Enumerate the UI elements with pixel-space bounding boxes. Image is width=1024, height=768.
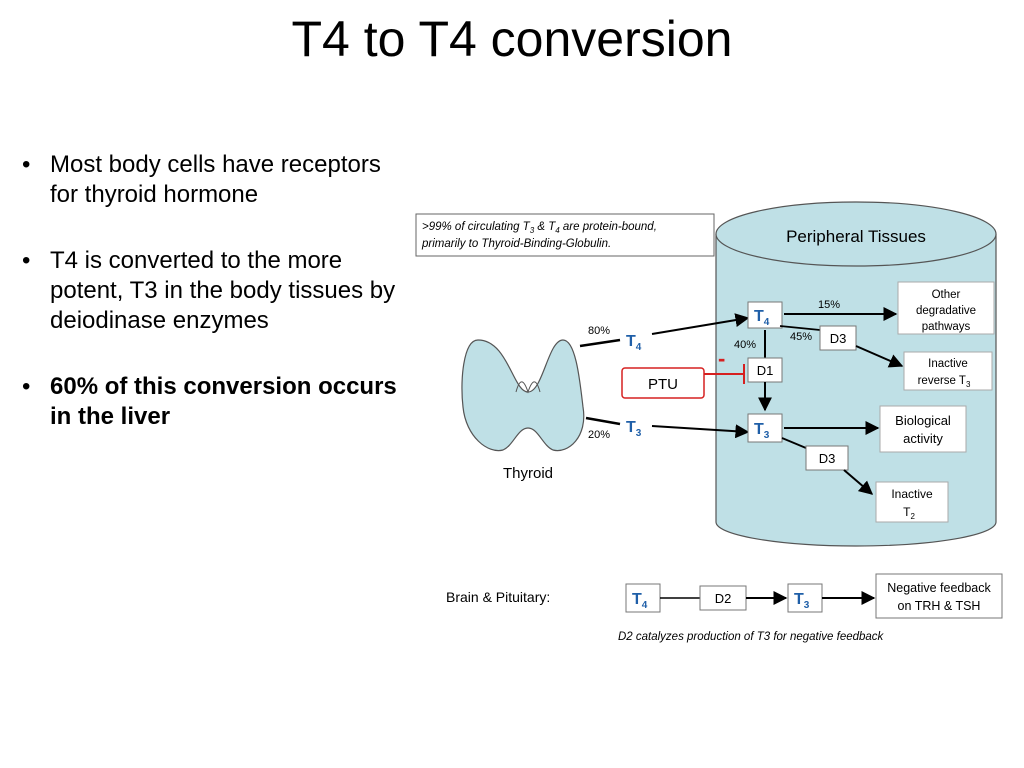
pct-d1-label: 40% (734, 339, 756, 351)
neg-line-2: on TRH & TSH (898, 599, 981, 613)
t3-tissue-box (747, 413, 783, 443)
pct-other-label: 15% (818, 299, 840, 311)
other-line-2: degradative (916, 305, 976, 317)
bullet-icon: • (22, 151, 31, 178)
note-line-2: primarily to Thyroid-Binding-Globulin. (421, 238, 611, 250)
other-line-3: pathways (922, 321, 971, 333)
t2-line-1: Inactive (891, 487, 933, 501)
t4-tissue-box (747, 301, 783, 329)
t2-line-2: T2 (903, 505, 915, 521)
bullet-text: T4 is converted to the more potent, T3 i… (50, 247, 396, 334)
other-pathways-box (897, 281, 995, 335)
bio-line-2: activity (903, 431, 943, 446)
thyroid-conversion-diagram: Peripheral Tissues >99% of circulating T… (415, 201, 1003, 643)
t3-thyroid: T3 (626, 419, 642, 439)
bullet-text: 60% of this conversion occurs in the liv… (50, 373, 397, 430)
t3-brain-box (787, 583, 823, 613)
brain-label: Brain & Pituitary: (446, 589, 550, 605)
svg-text:T3: T3 (754, 421, 770, 441)
d1-box (747, 357, 783, 383)
d2-note: D2 catalyzes production of T3 for negati… (618, 631, 885, 643)
t4-thyroid: T4 (626, 333, 642, 353)
bullet-item: • Most body cells have receptors for thyr… (18, 150, 398, 210)
bullet-item: • 60% of this conversion occurs in the li… (18, 372, 398, 432)
bullet-list: • Most body cells have receptors for thyr… (18, 150, 398, 468)
bullet-item: • T4 is converted to the more potent, T3 … (18, 246, 398, 336)
d3-upper-label: D3 (830, 331, 847, 346)
thyroid-label: Thyroid (503, 465, 553, 482)
negative-feedback-box (875, 573, 1003, 619)
rev-line-2: reverse T3 (918, 375, 971, 389)
bullet-text: Most body cells have receptors for thyro… (50, 151, 381, 208)
d1-label: D1 (757, 363, 774, 378)
neg-line-1: Negative feedback (887, 581, 991, 595)
thyroid-shape-icon (461, 339, 585, 452)
inactive-reverse-box (903, 351, 993, 391)
pct-t3-label: 20% (588, 429, 610, 441)
pct-t4-label: 80% (588, 325, 610, 337)
note-line-1: >99% of circulating T3 & T4 are protein-… (422, 221, 657, 235)
bullet-icon: • (22, 373, 31, 400)
svg-text:T4: T4 (632, 591, 648, 611)
cylinder-top (715, 201, 997, 267)
bio-line-1: Biological (895, 413, 951, 428)
d2-label: D2 (715, 591, 732, 606)
biological-activity-box (879, 405, 967, 453)
tissue-label: Peripheral Tissues (786, 227, 926, 246)
ptu-label: PTU (648, 376, 678, 393)
d3-lower-label: D3 (819, 451, 836, 466)
thyroid-gland: Thyroid (461, 339, 585, 482)
other-line-1: Other (932, 289, 961, 301)
slide-title: T4 to T4 conversion (291, 11, 733, 67)
d3-upper-box (819, 325, 857, 351)
svg-text:T3: T3 (794, 591, 810, 611)
rev-line-1: Inactive (928, 358, 968, 370)
bullet-icon: • (22, 247, 31, 274)
ptu-box (621, 367, 705, 399)
pct-d3-label: 45% (790, 331, 812, 343)
d3-lower-box (805, 445, 849, 471)
svg-text:T4: T4 (754, 308, 770, 328)
inhibit-sign: - (718, 346, 725, 371)
inactive-t2-box (875, 481, 949, 523)
protein-binding-note: >99% of circulating T3 & T4 are protein-… (415, 213, 715, 257)
